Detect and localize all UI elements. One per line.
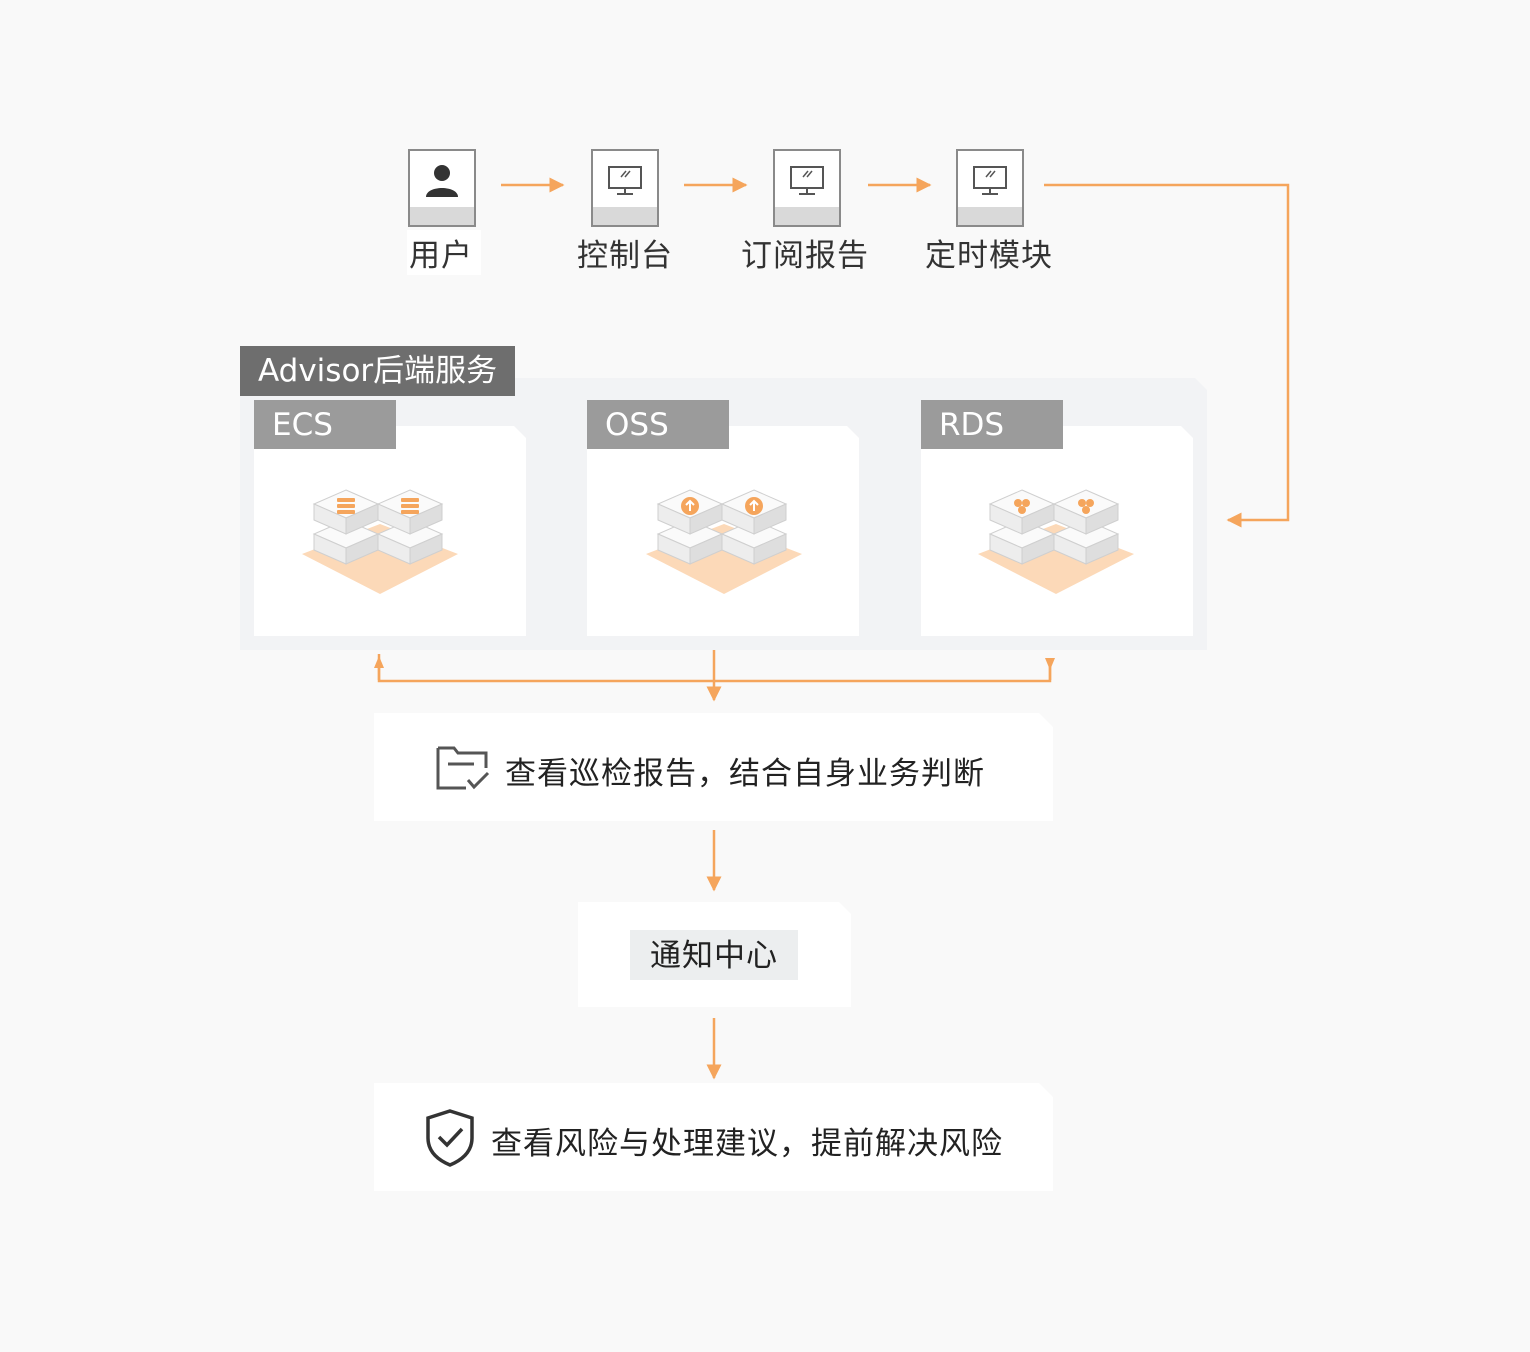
monitor-icon [790, 166, 824, 195]
risk-box [374, 1083, 1053, 1191]
service-tab-ecs: ECS [254, 400, 396, 449]
subscribe-node-icon [773, 149, 841, 227]
console-node-icon [591, 149, 659, 227]
folder-check-icon [436, 746, 490, 790]
advisor-group-title: Advisor后端服务 [240, 346, 515, 396]
user-node-icon [408, 149, 476, 227]
step-label-console: 控制台 [577, 238, 673, 274]
storage-stack-icon [645, 489, 803, 595]
user-icon [426, 165, 458, 197]
report-box-text: 查看巡检报告，结合自身业务判断 [505, 756, 985, 792]
server-stack-icon [301, 489, 459, 595]
service-tab-oss: OSS [587, 400, 729, 449]
step-label-user: 用户 [407, 230, 481, 275]
arrow-timer-to-advisor [1044, 183, 1290, 528]
database-stack-icon [977, 489, 1135, 595]
step-label-subscribe: 订阅报告 [741, 238, 869, 274]
service-tab-rds: RDS [921, 400, 1063, 449]
monitor-icon [608, 166, 642, 195]
shield-check-icon [426, 1109, 474, 1167]
risk-box-text: 查看风险与处理建议，提前解决风险 [491, 1126, 1003, 1162]
monitor-icon [973, 166, 1007, 195]
timer-node-icon [956, 149, 1024, 227]
notification-center-label: 通知中心 [630, 930, 798, 980]
step-label-timer: 定时模块 [925, 238, 1053, 274]
